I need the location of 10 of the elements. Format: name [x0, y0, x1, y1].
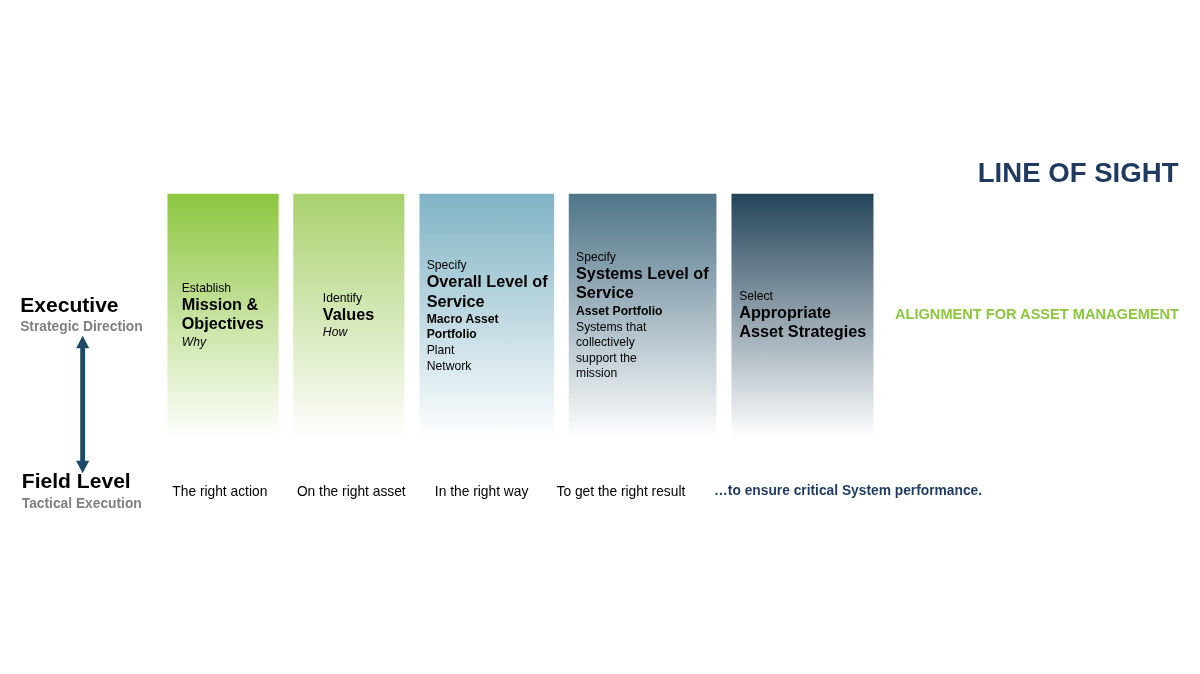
label: To get the right result	[556, 483, 686, 499]
label: The right action	[172, 483, 268, 499]
label: …to ensure critical System performance.	[714, 482, 983, 498]
label: ALIGNMENT FOR ASSET MANAGEMENT	[894, 306, 1180, 323]
diagram-title: LINE OF SIGHT	[977, 156, 1179, 188]
node-text: Executive Strategic Direction	[20, 293, 143, 335]
label: On the right asset	[296, 483, 406, 499]
node-text: Field Level Tactical Execution	[21, 469, 142, 511]
label: In the right way	[434, 483, 529, 499]
arrow	[76, 335, 90, 474]
